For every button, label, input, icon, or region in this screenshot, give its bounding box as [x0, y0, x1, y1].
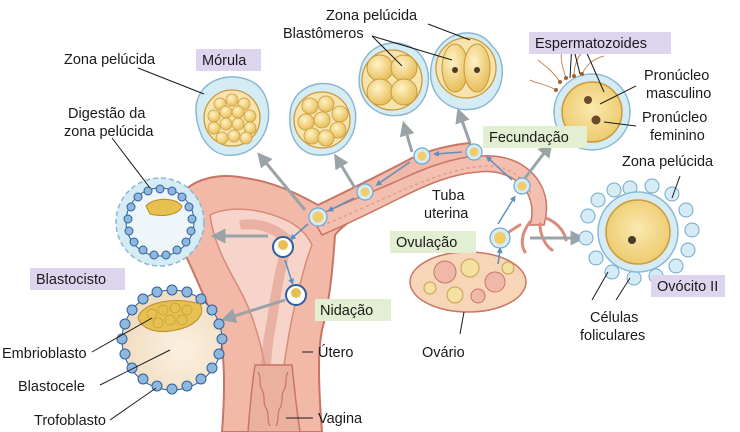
label-pronucleo-masculino-1: Pronúcleo	[644, 68, 709, 84]
label-ovario: Ovário	[422, 345, 465, 361]
label-ovocito: Ovócito II	[657, 279, 718, 295]
label-espermatozoides: Espermatozoides	[535, 36, 647, 52]
uterus-anatomy	[171, 141, 568, 432]
ovulacao-tag	[390, 231, 476, 253]
label-zona-pelucida-top: Zona pelúcida	[326, 8, 418, 24]
label-celulas-2: foliculares	[580, 328, 645, 344]
label-trofoblasto: Trofoblasto	[34, 413, 106, 429]
four-cell-embryo	[358, 42, 430, 117]
early-blastocyst	[115, 177, 205, 267]
morula-tag	[196, 49, 261, 71]
label-digestao-1: Digestão da	[68, 106, 146, 122]
vagina	[247, 364, 301, 432]
label-nidacao: Nidação	[320, 303, 373, 319]
label-pronucleo-masculino-2: masculino	[646, 86, 711, 102]
leader-lines	[91, 23, 681, 421]
embryo-path-cells	[272, 143, 531, 306]
label-digestao-2: zona pelúcida	[64, 124, 154, 140]
label-blastomeros: Blastômeros	[283, 26, 364, 42]
ovocito-tag	[651, 275, 725, 297]
label-tuba-2: uterina	[424, 206, 469, 222]
label-utero: Útero	[318, 344, 353, 361]
blastocyst	[116, 284, 228, 395]
label-zona-pelucida-left: Zona pelúcida	[64, 52, 156, 68]
nidacao-tag	[315, 299, 391, 321]
label-vagina: Vagina	[318, 411, 363, 427]
blastocisto-tag	[30, 268, 125, 290]
two-cell-embryo	[429, 32, 504, 111]
uterine-tube	[310, 154, 548, 236]
fecundacao-tag	[483, 126, 587, 148]
label-tuba-1: Tuba	[432, 188, 465, 204]
eight-cell-embryo	[289, 82, 357, 156]
label-blastocisto: Blastocisto	[36, 272, 106, 288]
oocyte-ii	[578, 178, 700, 286]
label-embrioblasto: Embrioblasto	[2, 346, 87, 362]
label-celulas-1: Células	[590, 310, 638, 326]
label-fecundacao: Fecundação	[489, 130, 569, 146]
label-ovulacao: Ovulação	[396, 235, 457, 251]
espermatozoides-tag	[529, 32, 671, 54]
label-morula: Mórula	[202, 53, 247, 69]
label-pronucleo-feminino-2: feminino	[650, 128, 705, 144]
process-arrows	[210, 107, 586, 323]
label-pronucleo-feminino-1: Pronúcleo	[642, 110, 707, 126]
morula	[195, 76, 270, 157]
label-zona-pelucida-right: Zona pelúcida	[622, 154, 714, 170]
label-blastocele: Blastocele	[18, 379, 85, 395]
